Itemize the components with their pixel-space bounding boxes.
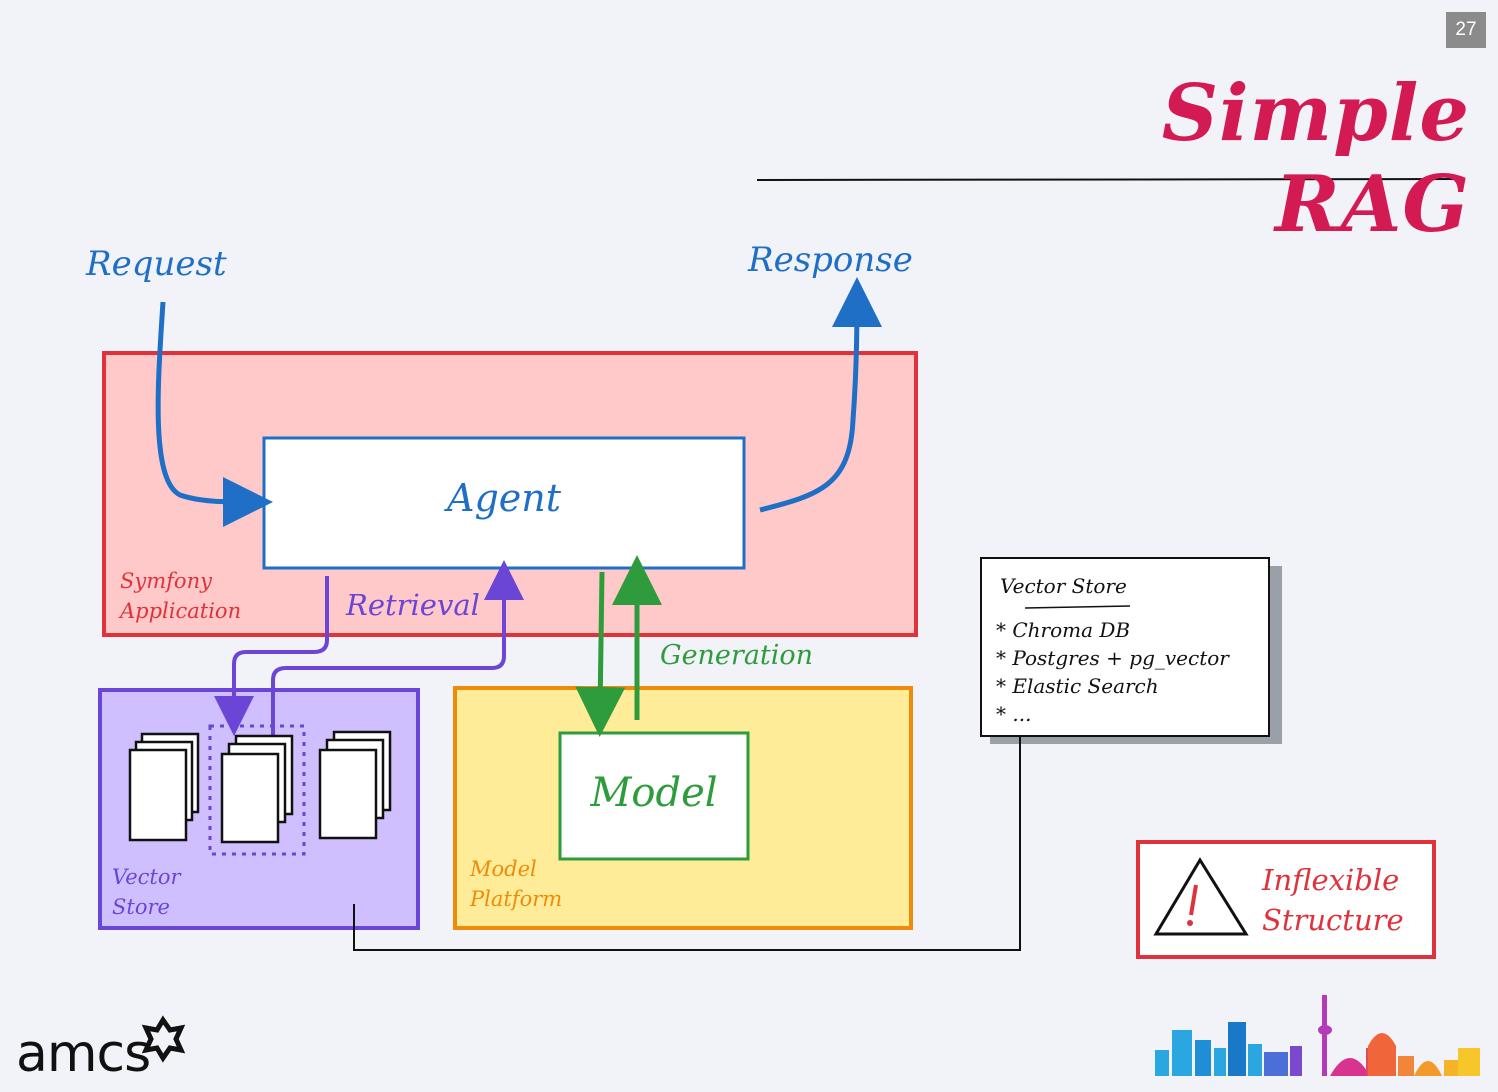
symfony-label-line1: Symfony xyxy=(120,569,212,593)
retrieval-down-arrow xyxy=(214,576,329,736)
title-underline xyxy=(756,178,1461,181)
warning-line2: Structure xyxy=(1262,903,1404,937)
generation-label: Generation xyxy=(660,640,814,671)
list-item: * Chroma DB xyxy=(996,618,1131,642)
page-number: 27 xyxy=(1446,12,1486,48)
request-arrow xyxy=(155,301,273,527)
vector-store-line1: Vector xyxy=(112,865,181,889)
warning-dot-icon xyxy=(1187,920,1193,926)
city-skyline-icon xyxy=(1155,995,1480,1076)
model-platform-label: Model Platform xyxy=(470,854,562,914)
selected-docs-frame xyxy=(208,724,306,856)
model-platform-line2: Platform xyxy=(470,887,563,911)
symfony-app-label: Symfony Application xyxy=(120,566,241,626)
retrieval-up-arrow xyxy=(271,560,524,742)
list-item: * Postgres + pg_vector xyxy=(996,646,1229,670)
note-list: * Chroma DB * Postgres + pg_vector * Ela… xyxy=(996,616,1229,728)
note-title: Vector Store xyxy=(1000,574,1127,598)
request-label: Request xyxy=(86,244,227,284)
model-box xyxy=(558,731,750,861)
list-item: * Elastic Search xyxy=(996,674,1159,698)
note-box xyxy=(980,557,1270,737)
note-title-underline xyxy=(1024,605,1131,609)
warning-triangle-icon xyxy=(1153,857,1249,936)
warning-text: Inflexible Structure xyxy=(1262,860,1404,940)
slide-title: Simple RAG xyxy=(1161,68,1470,250)
model-label: Model xyxy=(590,770,718,816)
agent-label: Agent xyxy=(447,476,561,520)
document-stack-left-icon xyxy=(128,732,200,842)
model-platform-line1: Model xyxy=(470,857,537,881)
generation-down-arrow xyxy=(575,571,626,737)
response-arrow xyxy=(759,277,882,513)
warning-exclamation-icon xyxy=(1189,884,1198,916)
vector-store-line2: Store xyxy=(112,895,170,919)
amcs-logo: amcs xyxy=(16,1024,151,1084)
document-stack-middle-icon xyxy=(220,734,294,844)
response-label: Response xyxy=(748,240,913,280)
warning-line1: Inflexible xyxy=(1262,863,1400,897)
retrieval-label: Retrieval xyxy=(346,588,480,622)
document-stack-right-icon xyxy=(318,730,392,840)
vector-store-label: Vector Store xyxy=(112,862,181,922)
symfony-label-line2: Application xyxy=(120,599,242,623)
note-connector xyxy=(353,736,1021,951)
list-item: * ... xyxy=(996,702,1032,726)
agent-box xyxy=(262,436,746,570)
amcs-logo-mark-icon xyxy=(141,1015,186,1063)
